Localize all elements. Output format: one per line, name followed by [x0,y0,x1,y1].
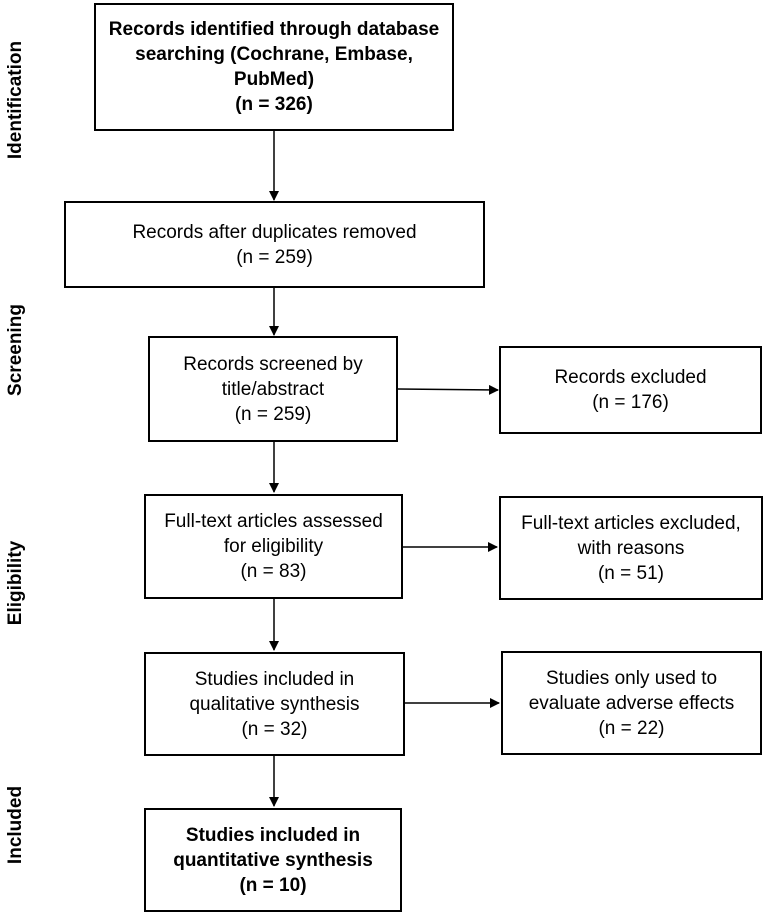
box-line: title/abstract [221,378,325,400]
box-line: (n = 176) [592,392,669,413]
box-line: (n = 51) [597,562,664,584]
box-line: Records after duplicates removed [132,221,417,243]
box-line: with reasons [577,537,685,559]
box-line: (n = 259) [236,246,313,268]
box-line: searching (Cochrane, Embase, [135,44,413,65]
box-line: (n = 10) [239,874,307,896]
records-identified-box: Records identified through database sear… [94,3,454,131]
box-line: (n = 326) [235,94,313,115]
records-screened-box: Records screened by title/abstract (n = … [148,336,398,442]
box-line: Records identified through database [108,19,440,40]
arrow-screened-to-excluded [397,384,499,395]
qualitative-synthesis-box: Studies included in qualitative synthesi… [144,652,405,756]
box-line: (n = 259) [234,403,312,425]
box-line: for eligibility [223,536,324,557]
box-line: Studies included in [194,668,355,690]
box-line: Records excluded [554,367,707,388]
box-line: Full-text articles assessed [164,511,383,532]
box-line: Studies only used to [545,667,718,689]
fulltext-assessed-box: Full-text articles assessed for eligibil… [144,494,403,599]
box-line: qualitative synthesis [189,693,360,715]
box-line: (n = 22) [598,717,665,739]
box-line: Full-text articles excluded, [521,512,741,534]
box-line: quantitative synthesis [173,849,373,871]
records-excluded-box: Records excluded (n = 176) [499,346,762,434]
box-line: (n = 83) [240,561,307,582]
fulltext-excluded-box: Full-text articles excluded, with reason… [499,496,763,600]
box-line: Studies included in [185,824,361,846]
box-line: evaluate adverse effects [528,692,735,714]
adverse-effects-box: Studies only used to evaluate adverse ef… [501,651,762,755]
box-line: Records screened by [183,353,363,375]
box-line: PubMed) [233,69,315,90]
quantitative-synthesis-box: Studies included in quantitative synthes… [144,808,402,912]
duplicates-removed-box: Records after duplicates removed (n = 25… [64,201,485,288]
box-line: (n = 32) [241,718,308,740]
